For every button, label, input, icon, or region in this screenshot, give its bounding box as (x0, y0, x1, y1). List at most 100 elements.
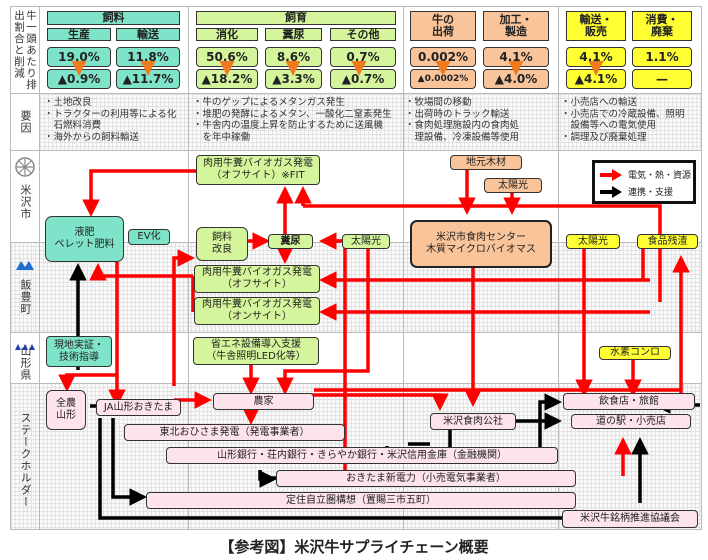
stage-header-cattle-shipping: 牛の 出荷 (410, 11, 476, 41)
roadside-station-retail-node: 道の駅・小売店 (571, 414, 691, 429)
share-value: 0.002% (410, 47, 476, 67)
yamagata-row-label: 山形県 (19, 345, 32, 381)
legend: 電気・熱・資源 連携・支援 (592, 160, 696, 204)
figure-caption: 【参考図】米沢牛サプライチェーン概要 (219, 538, 489, 556)
col-divider (188, 6, 189, 530)
yonezawa-row-label: 米沢市 (19, 184, 32, 220)
diagram-frame (10, 6, 702, 530)
reduction-value: — (632, 69, 692, 89)
stakeholder-row-label: ステークホルダー (19, 412, 32, 508)
factor-list-shipping: ・牧場間の移動 ・出荷時のトラック輸送 ・食肉処理施設内の食肉処 理設備、冷凍設… (405, 97, 557, 143)
flow-arrow-black (538, 393, 562, 421)
energy-saving-support-node: 省エネ設備導入支援 （牛舎照明LED化等） (193, 337, 319, 365)
col-divider (558, 6, 559, 530)
biogas-offsite-node: 肉用牛糞バイオガス発電 （オフサイト） (194, 265, 320, 293)
iide-emblem-icon (15, 256, 35, 270)
legend-item-black: 連携・支援 (599, 185, 673, 198)
flow-arrow-red (310, 393, 449, 411)
factor-row-label: 要因 (19, 110, 32, 134)
factor-item: ・小売店への輸送 (561, 97, 638, 108)
food-waste-node: 食品残渣 (637, 234, 698, 249)
factor-item: ・出荷時のトラック輸送 (405, 108, 510, 120)
group-header-feed: 飼料 (47, 11, 180, 25)
factor-list-feed: ・土地改良 ・トラクターの利用等による化 石燃料消費 ・海外からの飼料輸送 (44, 97, 186, 143)
flow-arrow-black (98, 418, 593, 527)
flow-arrow-red (276, 248, 370, 395)
factor-item: ・海外からの飼料輸送 (44, 131, 140, 143)
factor-item: ・堆肥の発酵によるメタン、一酸化二窒素発生 (193, 108, 392, 120)
restaurants-inns-node: 飲食店・旅館 (563, 393, 695, 410)
stage-header-digestion: 消化 (196, 28, 258, 41)
row-divider (10, 150, 702, 151)
manure-node: 糞尿 (268, 234, 313, 249)
meat-center-biomass-node: 米沢市食肉センター 木質マイクロバイオマス (410, 220, 552, 268)
stage-header-production: 生産 (47, 28, 111, 41)
flow-arrow-red (89, 263, 193, 281)
factor-list-retail: ・小売店への輸送 ・小売店での冷蔵設備、照明 設備等への電気使用 ・調理及び廃棄… (561, 97, 701, 143)
row-divider (10, 93, 702, 94)
factor-item: ・小売店での冷蔵設備、照明 (561, 108, 685, 120)
factor-item: ・牧場間の移動 (405, 97, 472, 108)
red-arrow-icon (600, 168, 622, 181)
biogas-fit-node: 肉用牛糞バイオガス発電 （オフサイト）※FIT (196, 155, 320, 185)
factor-item: 石燃料消費 (44, 120, 102, 131)
yonezawa-emblem-icon (14, 156, 36, 178)
col-divider (39, 6, 40, 530)
tohoku-ohisama-power-node: 東北おひさま発電（発電事業者） (124, 424, 345, 441)
factor-item: ・牛のゲップによるメタンガス発生 (193, 97, 345, 108)
stage-header-transport: 輸送 (116, 28, 180, 41)
factor-item: 理設備、冷凍設備等使用 (405, 131, 520, 143)
share-value: 1.1% (632, 47, 692, 67)
settlement-zone-node: 定住自立圏構想（置賜三市五町） (146, 492, 576, 509)
factor-item: ・食肉処理施設内の食肉処 (405, 120, 520, 131)
okitama-new-power-node: おきたま新電力（小売電気事業者） (276, 470, 576, 487)
stage-header-processing: 加工・ 製造 (483, 11, 549, 41)
flow-arrow-red (82, 169, 197, 217)
ev-node: EV化 (128, 229, 170, 245)
black-arrow-icon (600, 185, 622, 198)
factor-band (40, 94, 701, 150)
row-divider (10, 383, 702, 384)
banks-node: 山形銀行・荘内銀行・きらやか銀行・米沢信用金庫（金融機関） (166, 447, 558, 464)
legend-item-red: 電気・熱・資源 (599, 168, 691, 181)
factor-item: ・トラクターの利用等による化 (44, 108, 177, 120)
flow-arrow-red (303, 204, 662, 302)
legend-label: 電気・熱・資源 (628, 171, 692, 181)
solar-node-farm: 太陽光 (342, 234, 390, 249)
yonezawa-meat-corp-node: 米沢食肉公社 (430, 413, 516, 430)
stage-header-other: その他 (330, 28, 396, 41)
factor-item: ・牛舎内の温度上昇を防止するために送風機 (193, 120, 384, 131)
factor-item: ・土地改良 (44, 97, 92, 108)
col-divider (403, 6, 404, 530)
factor-list-rearing: ・牛のゲップによるメタンガス発生 ・堆肥の発酵によるメタン、一酸化二窒素発生 ・… (193, 97, 405, 143)
stage-header-distribution: 輸送・ 販売 (566, 11, 626, 41)
flow-arrow-black (258, 470, 277, 488)
farmers-node: 農家 (213, 393, 314, 410)
group-header-rearing: 飼育 (196, 11, 396, 25)
stage-header-consumption: 消費・ 廃棄 (632, 11, 692, 41)
factor-item: を年中稼働 (193, 131, 251, 143)
flow-arrow-black (111, 418, 147, 506)
iide-band (11, 242, 701, 332)
share-value: 50.6% (196, 47, 258, 67)
factor-item: ・調理及び廃棄処理 (561, 131, 647, 143)
iide-row-label: 飯豊町 (19, 279, 32, 315)
hydrogen-stove-node: 水素コンロ (599, 346, 671, 360)
ja-yamagata-okitama-node: JA山形おきたま (96, 399, 181, 416)
liquid-fertilizer-node: 液肥 ペレット肥料 (45, 216, 124, 262)
yamagata-emblem-icon (14, 336, 36, 350)
factor-item: 設備等への電気使用 (561, 120, 657, 131)
local-wood-node: 地元木材 (450, 155, 522, 170)
solar-node-retail: 太陽光 (566, 234, 620, 249)
feed-improvement-node: 飼料 改良 (196, 227, 248, 261)
row-divider (10, 332, 702, 333)
flow-arrow-red (58, 373, 117, 392)
stage-header-manure: 糞尿 (265, 28, 322, 41)
yonezawa-beef-council-node: 米沢牛銘柄推進協議会 (562, 510, 698, 528)
solar-node-center: 太陽光 (484, 178, 542, 193)
biogas-onsite-node: 肉用牛糞バイオガス発電 （オンサイト） (194, 297, 320, 325)
field-demo-node: 現地実証・ 技術指導 (46, 336, 112, 367)
emission-row-label: 牛一頭あたり排出割合と削減 (13, 10, 37, 91)
legend-label: 連携・支援 (628, 188, 674, 198)
reduction-value: ▲4.0% (483, 69, 549, 89)
